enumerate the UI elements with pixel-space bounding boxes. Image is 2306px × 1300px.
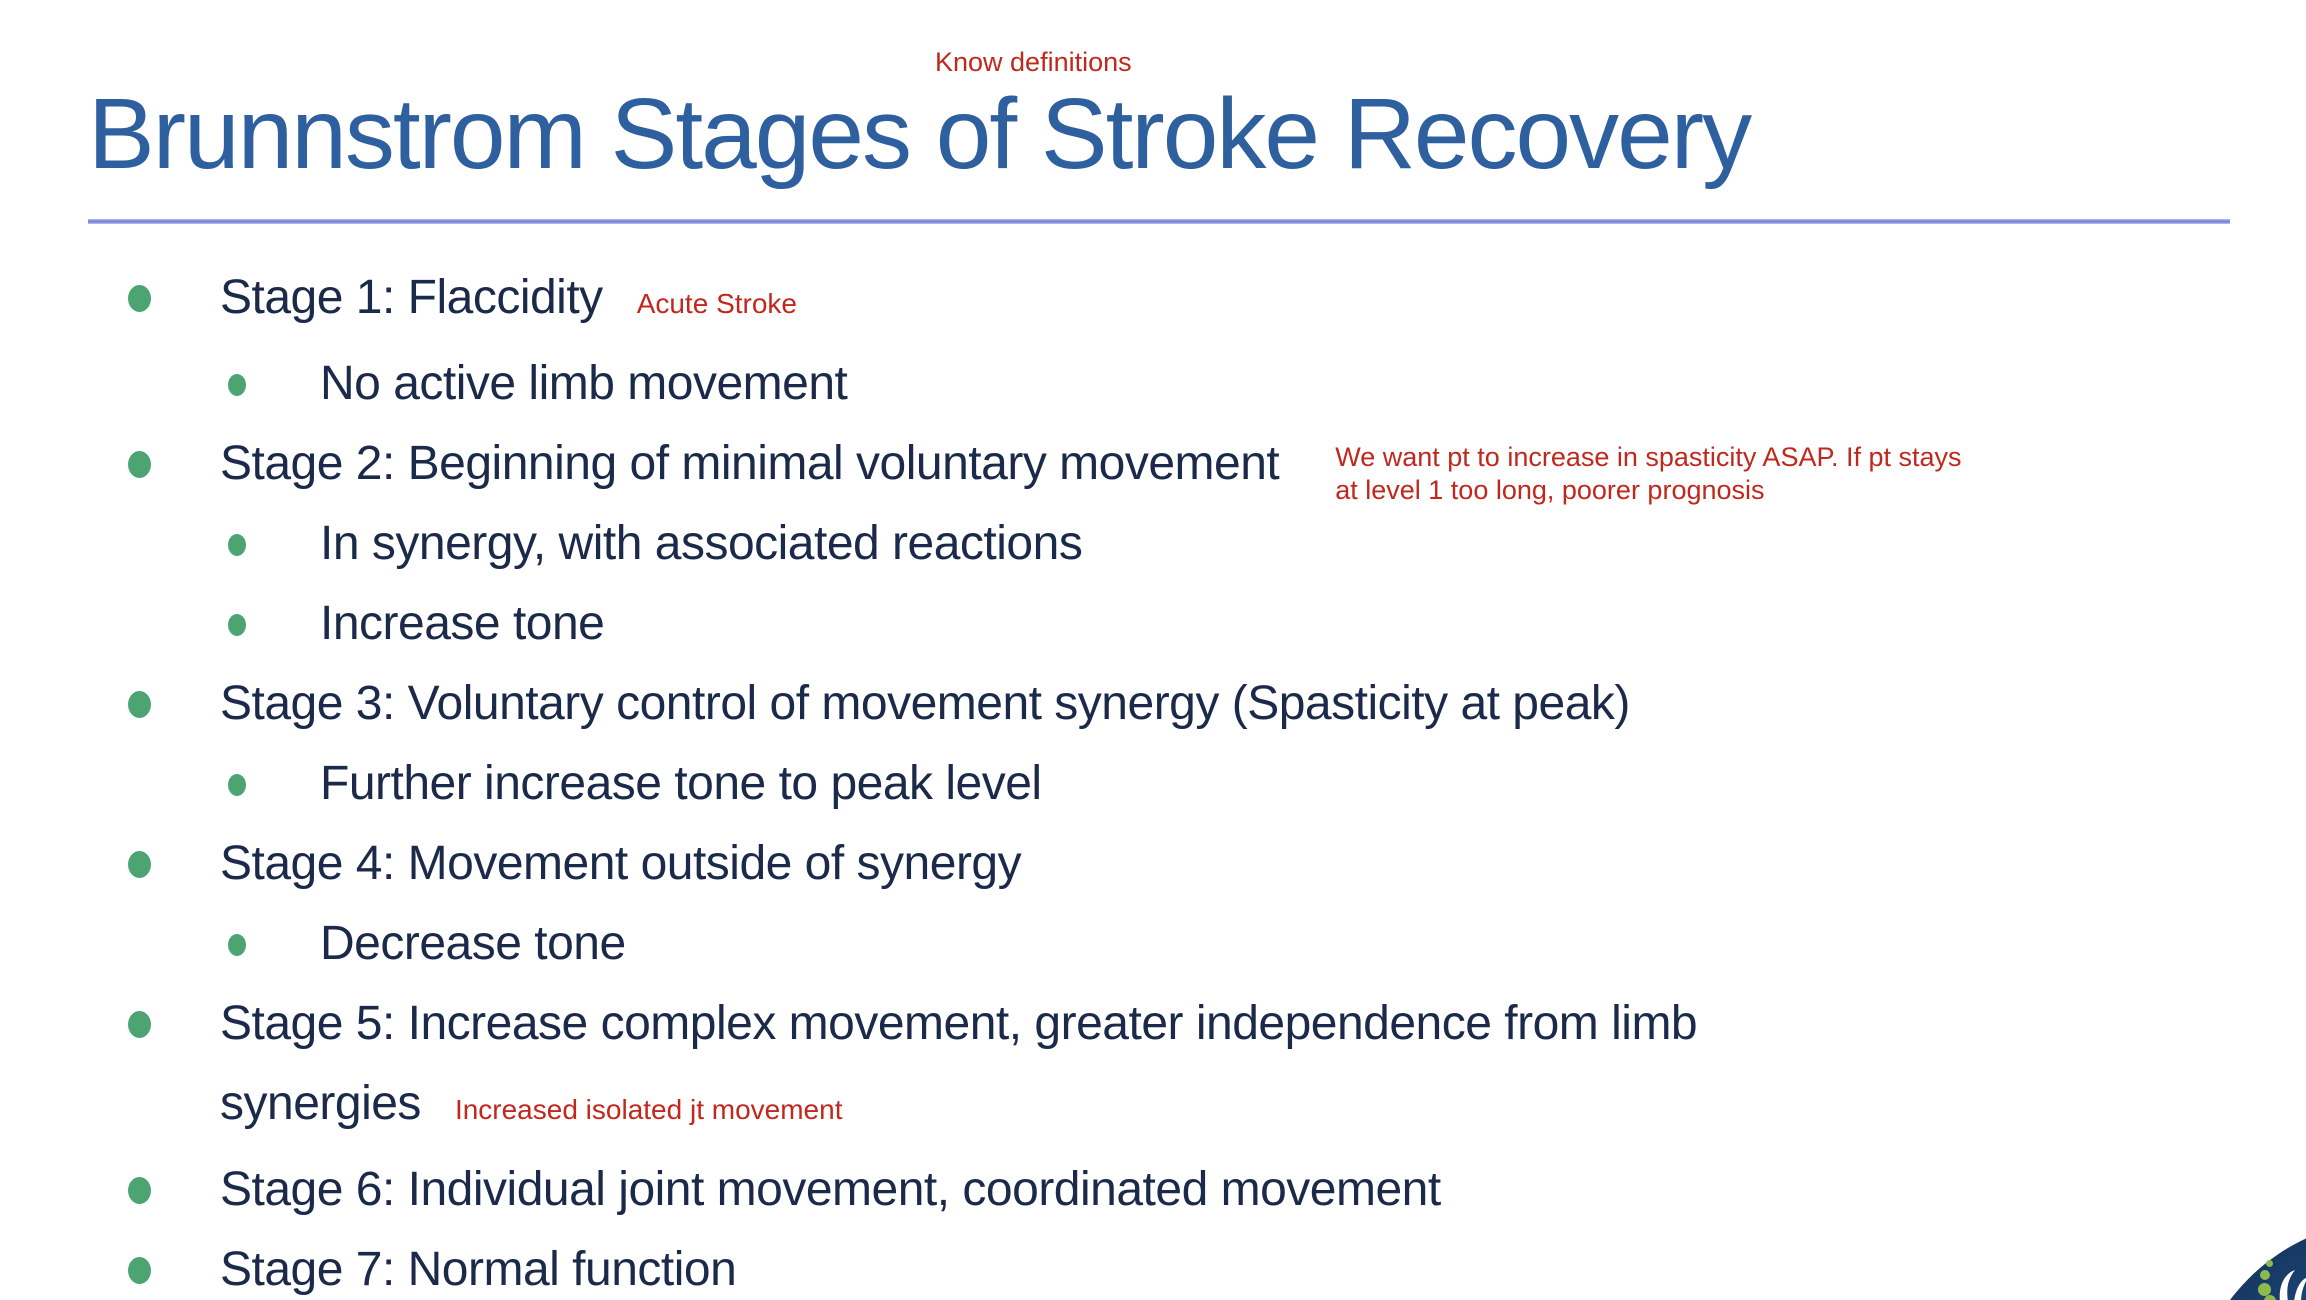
bullet-text: Stage 3: Voluntary control of movement s… [220,677,1630,730]
red-annotation: Acute Stroke [636,288,797,319]
bullet-item: In synergy, with associated reactions [0,504,2306,584]
bullet-text: Further increase tone to peak level [320,757,1042,810]
bullet-item: Decrease tone [0,904,2306,984]
bullet-dot-icon [228,934,246,956]
bullet-item: Stage 6: Individual joint movement, coor… [0,1150,2306,1230]
red-annotation: We want pt to increase in spasticity ASA… [1335,442,1962,506]
bullet-dot-icon [228,534,246,556]
logo-spine-dot-icon [2260,1270,2270,1280]
bullet-text: Decrease tone [320,917,626,970]
logo-spine-dot-icon [2258,1283,2271,1296]
bullet-item: Stage 7: Normal function [0,1230,2306,1300]
bullet-dot-icon [128,451,151,478]
bullet-dot-icon [128,1177,151,1204]
bullet-item: Further increase tone to peak level [0,744,2306,824]
bullet-item: Stage 3: Voluntary control of movement s… [0,664,2306,744]
bullet-dot-icon [128,851,151,878]
bullet-text: In synergy, with associated reactions [320,517,1083,570]
bullet-text: Stage 5: Increase complex movement, grea… [220,997,1698,1130]
bullet-list: Stage 1: Flaccidity Acute Stroke No active… [0,258,2306,1300]
institution-logo [2176,1210,2306,1300]
bullet-text: Increase tone [320,597,605,650]
bullet-item: Stage 5: Increase complex movement, grea… [0,984,2306,1150]
bullet-item: Stage 2: Beginning of minimal voluntary … [0,424,2306,506]
bullet-dot-icon [228,774,246,796]
slide-title: Brunnstrom Stages of Stroke Recovery [88,78,1752,190]
bullet-text: Stage 4: Movement outside of synergy [220,837,1022,890]
bullet-text: No active limb movement [320,357,848,410]
annotation-know-definitions: Know definitions [935,47,1132,77]
bullet-text: Stage 6: Individual joint movement, coor… [220,1163,1441,1216]
bullet-item: No active limb movement [0,344,2306,424]
bullet-text: Stage 1: Flaccidity [220,271,603,324]
logo-spine-dot-icon [2264,1295,2276,1300]
bullet-item: Increase tone [0,584,2306,664]
logo-spine-dot-icon [2266,1260,2273,1267]
red-annotation: Increased isolated jt movement [454,1094,843,1125]
logo-swirl-icon [2279,1270,2306,1300]
title-divider [88,219,2230,224]
bullet-text: Stage 2: Beginning of minimal voluntary … [220,437,1280,490]
bullet-dot-icon [128,1011,151,1038]
bullet-item: Stage 4: Movement outside of synergy [0,824,2306,904]
bullet-dot-icon [228,614,246,636]
bullet-text: Stage 7: Normal function [220,1243,737,1296]
bullet-item: Stage 1: Flaccidity Acute Stroke [0,258,2306,344]
bullet-dot-icon [128,1257,151,1284]
bullet-dot-icon [128,691,151,718]
bullet-dot-icon [128,285,151,312]
bullet-dot-icon [228,374,246,396]
